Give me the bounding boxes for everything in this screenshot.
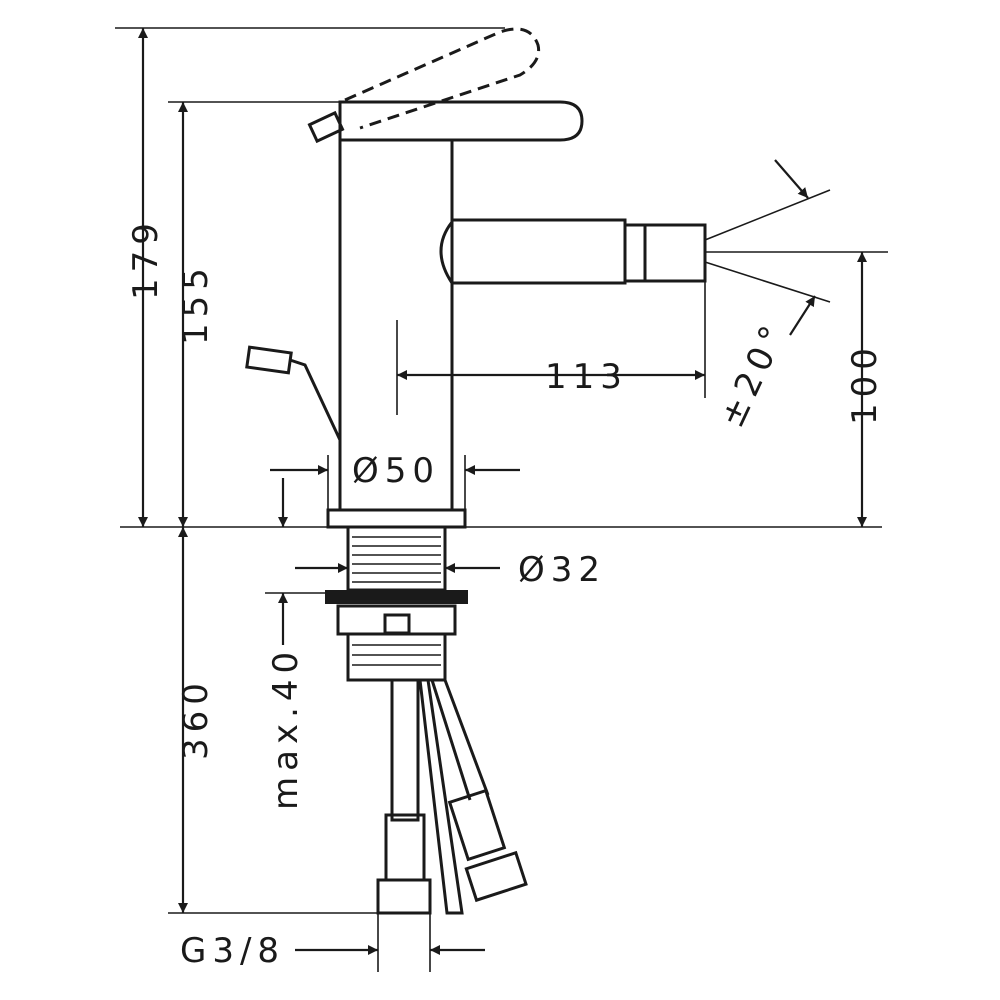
dim-angle: ±20° <box>712 315 796 434</box>
nut <box>346 632 447 682</box>
faucet <box>245 27 707 915</box>
hose-left <box>390 678 420 822</box>
dim-max-40: max.40 <box>266 646 306 810</box>
base-plate <box>326 508 467 529</box>
lever-knob <box>307 110 345 144</box>
dim-100: 100 <box>845 342 885 425</box>
hose-nut <box>376 878 432 915</box>
dim-g3-8: G3/8 <box>180 931 285 971</box>
dim-360: 360 <box>176 677 216 760</box>
washer <box>325 590 468 604</box>
fixing-plate <box>336 604 457 636</box>
pop-up-knob <box>245 345 293 375</box>
spout <box>452 218 627 285</box>
dim-diameter-32: Ø32 <box>518 550 606 590</box>
hose-fitting <box>384 813 426 882</box>
spray-head <box>623 223 707 283</box>
dim-113: 113 <box>545 357 628 397</box>
lever <box>338 100 584 142</box>
pop-up-rod <box>289 358 342 441</box>
dim-diameter-50: Ø50 <box>352 451 440 491</box>
hose-right <box>430 679 490 801</box>
dim-155: 155 <box>176 262 216 345</box>
lever-open-position <box>344 27 541 130</box>
extension-lines <box>115 27 888 972</box>
dimension-lines <box>138 28 867 955</box>
dim-179: 179 <box>126 217 166 300</box>
pop-up-rod-lower <box>418 679 464 915</box>
